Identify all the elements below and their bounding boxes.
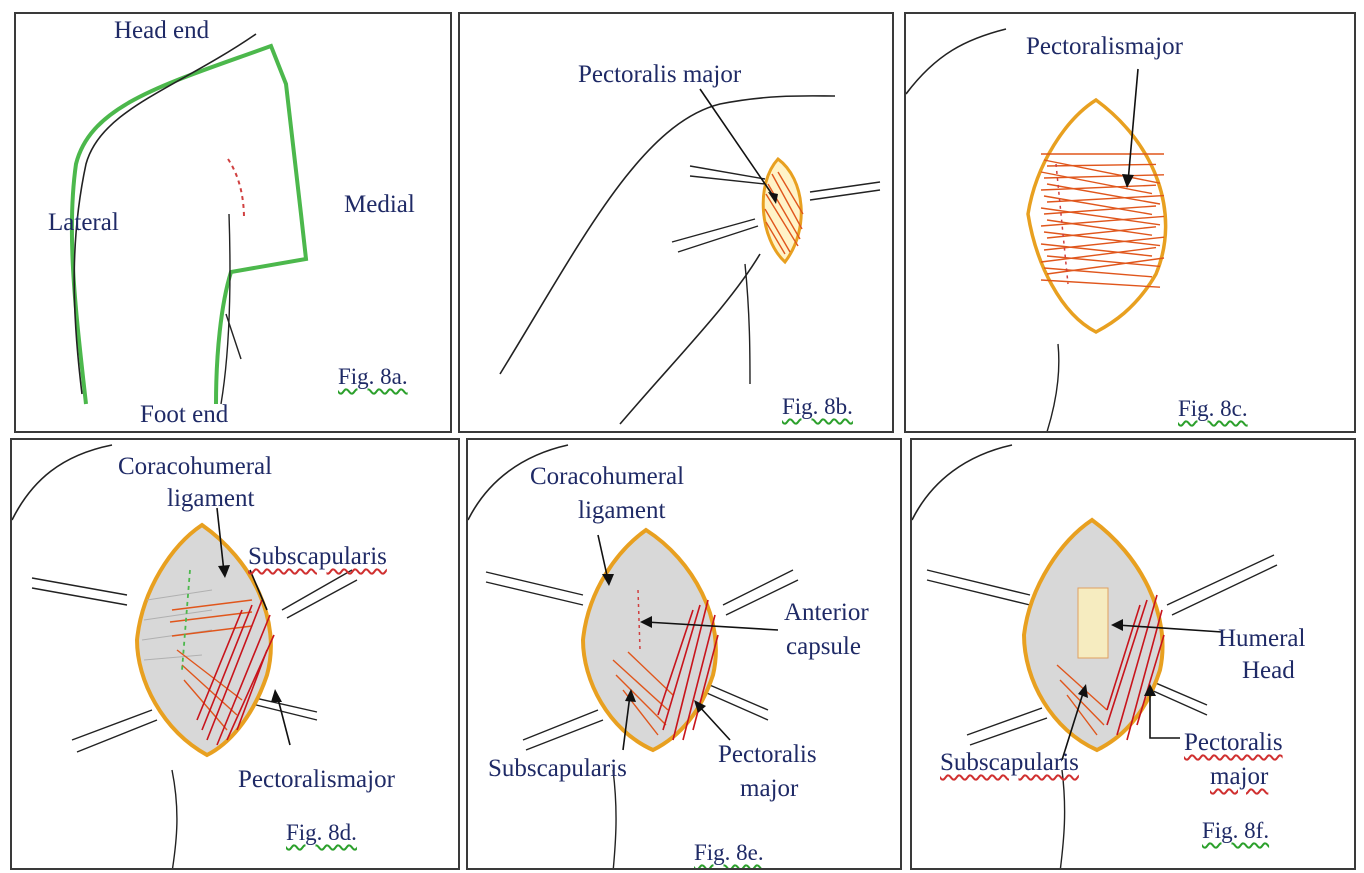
label-capsule: capsule: [786, 634, 861, 660]
humeral-head-shape: [1078, 588, 1108, 658]
label-medial: Medial: [344, 192, 415, 218]
label-pectoralismajor: Pectoralismajor: [1026, 34, 1183, 60]
panel-fig-8b: Pectoralis major Fig. 8b.: [458, 12, 894, 433]
panel-fig-8f: Humeral Head Subscapularis Pectoralis ma…: [910, 438, 1356, 870]
label-pectoralis: Pectoralis: [1184, 730, 1283, 756]
label-pectoralis-major: Pectoralis major: [578, 62, 741, 88]
panel-fig-8c: Pectoralismajor Fig. 8c.: [904, 12, 1356, 433]
label-head: Head: [1242, 658, 1295, 684]
fig-label-8e: Fig. 8e.: [694, 840, 764, 866]
label-lateral: Lateral: [48, 210, 119, 236]
incision-mark: [228, 159, 244, 219]
label-foot-end: Foot end: [140, 402, 228, 428]
label-subscapularis: Subscapularis: [488, 756, 627, 782]
fig-8c-drawing: [906, 14, 1356, 433]
panel-fig-8a: Head end Lateral Medial Foot end Fig. 8a…: [14, 12, 452, 433]
fig-label-8b: Fig. 8b.: [782, 394, 853, 420]
fig-8f-drawing: [912, 440, 1356, 870]
fig-label-8c: Fig. 8c.: [1178, 396, 1248, 422]
label-coracohumeral: Coracohumeral: [118, 454, 272, 480]
label-humeral: Humeral: [1218, 626, 1305, 652]
label-anterior: Anterior: [784, 600, 869, 626]
panel-fig-8e: Coracohumeral ligament Anterior capsule …: [466, 438, 902, 870]
fig-label-8f: Fig. 8f.: [1202, 818, 1269, 844]
fig-label-8a: Fig. 8a.: [338, 364, 408, 390]
fig-label-8d: Fig. 8d.: [286, 820, 357, 846]
label-head-end: Head end: [114, 18, 209, 44]
label-ligament: ligament: [167, 486, 254, 512]
label-pectoralis: Pectoralis: [718, 742, 817, 768]
label-major: major: [740, 776, 798, 802]
panel-fig-8d: Coracohumeral ligament Subscapularis Pec…: [10, 438, 460, 870]
label-pectoralismajor: Pectoralismajor: [238, 767, 395, 793]
label-subscapularis: Subscapularis: [248, 544, 387, 570]
label-major: major: [1210, 764, 1268, 790]
label-subscapularis: Subscapularis: [940, 750, 1079, 776]
incision-8b: [763, 159, 801, 262]
label-ligament: ligament: [578, 498, 665, 524]
label-coracohumeral: Coracohumeral: [530, 464, 684, 490]
